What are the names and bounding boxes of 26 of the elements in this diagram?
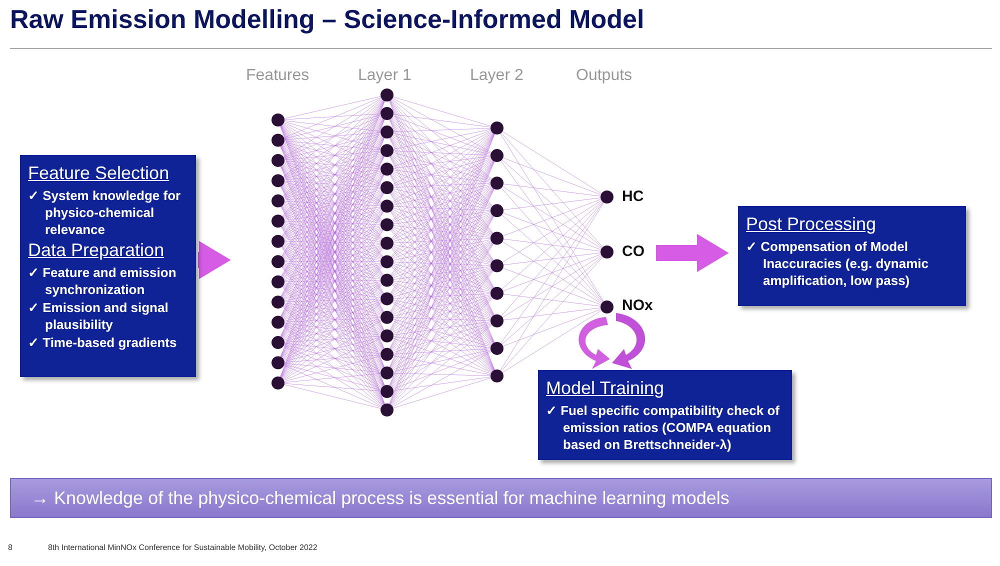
bullet-text: ✓ Feature and emission synchronization [28, 264, 178, 298]
column-heading: Outputs [576, 67, 632, 85]
panel-heading: Data Preparation [28, 240, 166, 261]
output-label: HC [622, 188, 644, 205]
info-panel [738, 206, 966, 306]
panel-heading: Post Processing [746, 214, 878, 235]
page-number: 8 [8, 543, 12, 552]
info-panel [538, 370, 792, 460]
column-heading: Layer 1 [358, 67, 412, 85]
panel-heading: Model Training [546, 378, 666, 399]
panel-heading: Feature Selection [28, 163, 170, 184]
block-arrow [656, 234, 729, 272]
info-panel [20, 155, 196, 377]
output-label: NOx [622, 297, 653, 314]
bullet-text: ✓ Fuel specific compatibility check of emission ratios (COMPA equation based on Brettschneider-λ) [546, 402, 781, 453]
bullet-text: ✓ Time-based gradients [28, 334, 178, 351]
footer-text: 8th International MinNOx Conference for Sustainable Mobility, October 2022 [48, 543, 318, 552]
bullet-text: ✓ Emission and signal plausibility [28, 299, 170, 333]
bullet-text: ✓ System knowledge for physico-chemical relevance [28, 187, 182, 238]
block-arrow [198, 240, 231, 280]
column-heading: Features [246, 67, 310, 85]
column-heading: Layer 2 [470, 67, 524, 85]
bullet-text: ✓ Compensation of Model Inaccuracies (e.g. dynamic amplification, low pass) [746, 238, 930, 289]
message-banner: → Knowledge of the physico-chemical process is essential for machine learning models [10, 478, 992, 518]
slide-title: Raw Emission Modelling – Science-Informed Model [10, 4, 644, 35]
output-label: CO [622, 243, 644, 260]
